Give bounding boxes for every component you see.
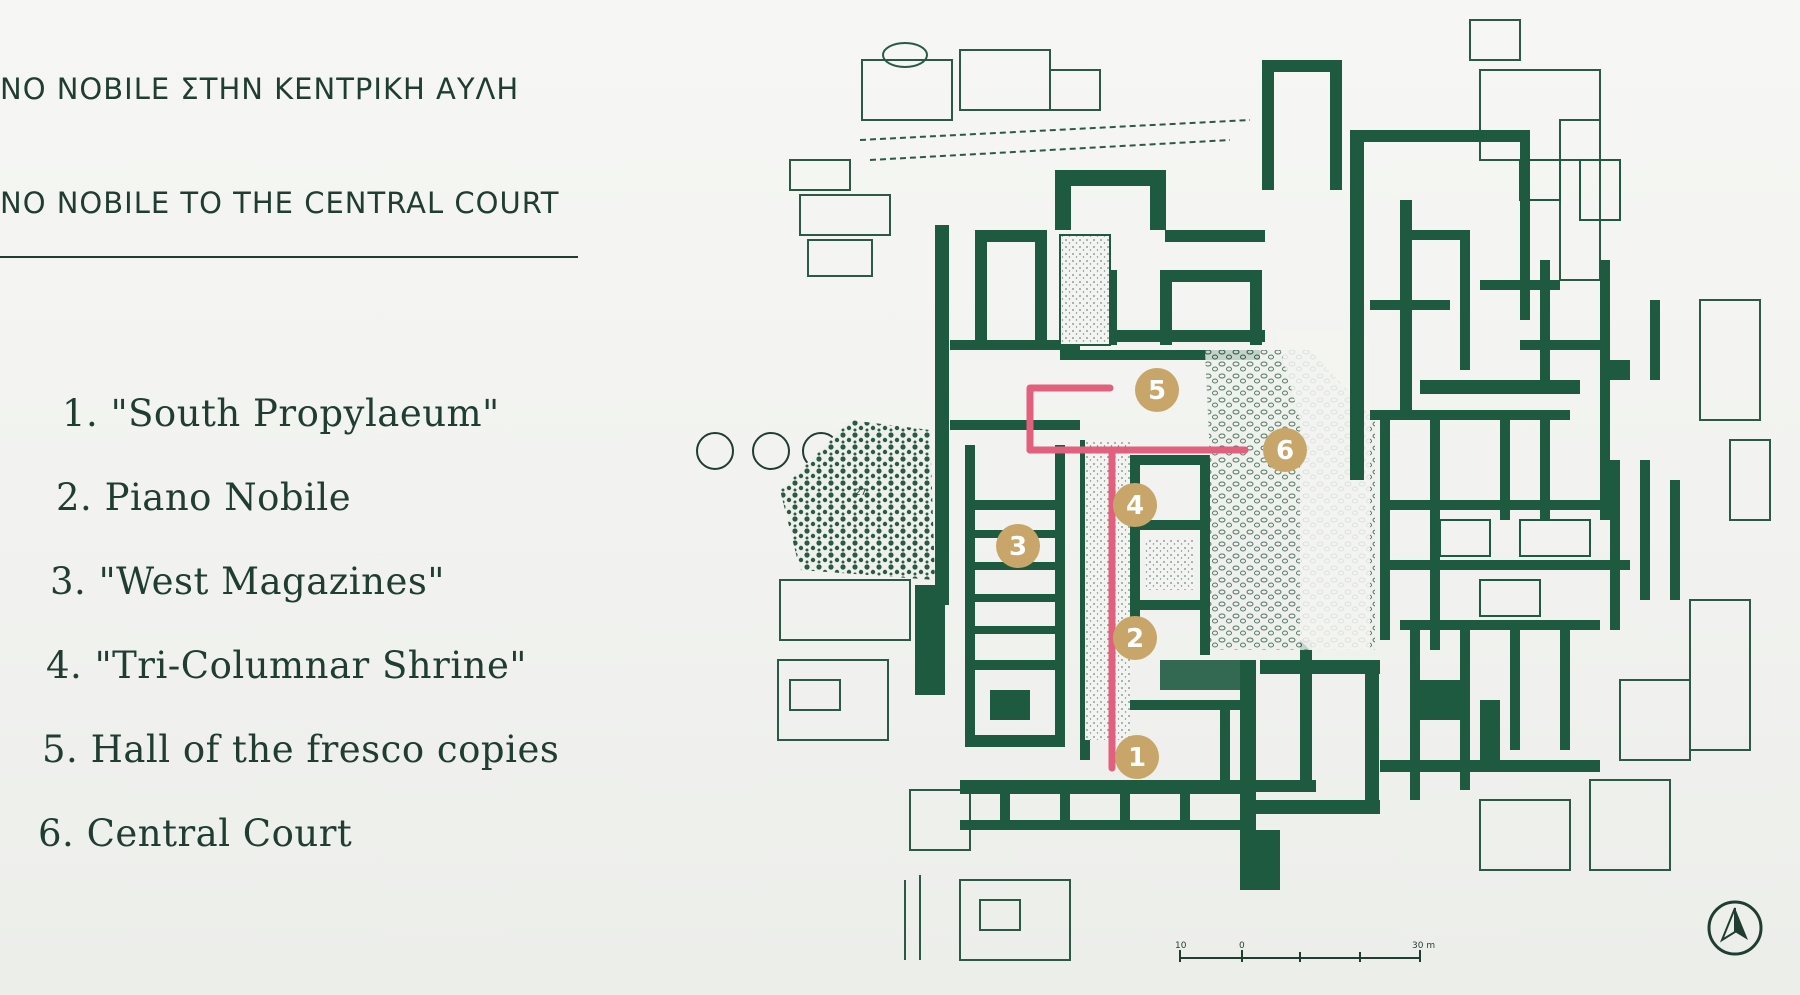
marker-2: 2: [1113, 616, 1157, 660]
marker-4: 4: [1113, 483, 1157, 527]
east-wing-detail: [1439, 159, 1621, 617]
north-arrow-icon: [1707, 900, 1763, 956]
central-court-open: [1275, 330, 1370, 650]
scale-label-0: 0: [1239, 941, 1245, 951]
legend-item-3: 3. "West Magazines": [50, 560, 445, 603]
marker-6: 6: [1263, 428, 1307, 472]
marker-5: 5: [1135, 368, 1179, 412]
svg-text:6: 6: [1276, 436, 1294, 466]
svg-text:1: 1: [1128, 743, 1146, 773]
svg-text:4: 4: [1126, 491, 1144, 521]
stippled-area: [1145, 540, 1195, 590]
circle-icon: [696, 432, 734, 470]
scale-bar: 10 0 30 m: [1175, 941, 1435, 962]
svg-text:5: 5: [1148, 376, 1166, 406]
outer-ruins: [777, 19, 1771, 961]
map-markers: 1 2 3 4 5 6: [996, 368, 1307, 779]
east-wing-walls: [1350, 130, 1680, 800]
circle-icon: [752, 432, 790, 470]
legend-item-4: 4. "Tri-Columnar Shrine": [46, 644, 527, 687]
palace-walls: [915, 60, 1380, 890]
route-path: [1026, 384, 1249, 772]
title-english: NO NOBILE TO THE CENTRAL COURT: [0, 186, 560, 220]
marker-3: 3: [996, 524, 1040, 568]
svg-text:2: 2: [1126, 624, 1144, 654]
legend-item-6: 6. Central Court: [38, 812, 353, 855]
scale-label-10: 10: [1175, 941, 1187, 951]
title-greek: NO NOBILE ΣΤΗΝ ΚΕΝΤΡΙΚΗ ΑΥΛΗ: [0, 72, 520, 106]
legend-item-2: 2. Piano Nobile: [56, 476, 352, 519]
marker-1: 1: [1115, 735, 1159, 779]
title-divider: [0, 256, 578, 258]
scale-label-30m: 30 m: [1412, 941, 1435, 951]
svg-text:3: 3: [1009, 532, 1027, 562]
stippled-area: [1085, 440, 1130, 740]
rocky-area: [780, 420, 935, 580]
plan-room-number: 27: [855, 488, 866, 498]
stippled-area: [1059, 234, 1111, 346]
legend-item-1: 1. "South Propylaeum": [62, 392, 500, 435]
legend-item-5: 5. Hall of the fresco copies: [42, 728, 560, 771]
